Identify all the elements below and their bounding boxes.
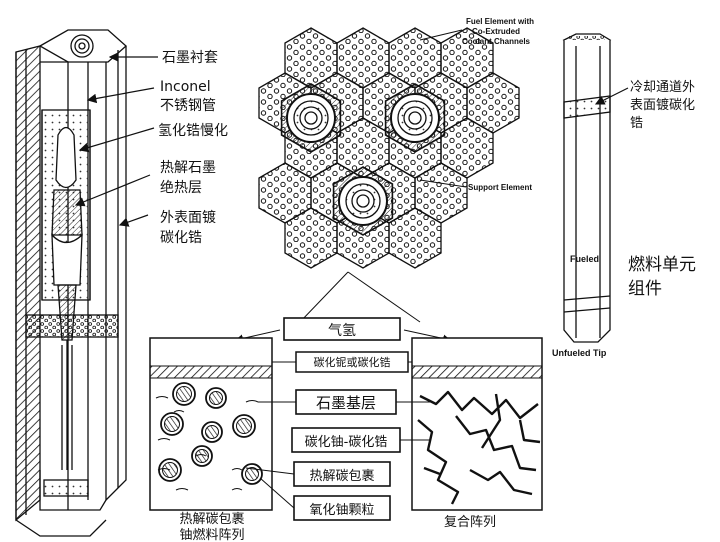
label-fuel-assembly-2: 组件: [628, 279, 662, 299]
label-inconel: Inconel: [160, 79, 211, 95]
pyro-coating-box: [293, 461, 391, 487]
coated-particle: [201, 421, 223, 443]
coated-particle: [160, 412, 184, 436]
uc-zrc-box: [291, 427, 401, 453]
label-outer-coating-2: 碳化锆: [160, 230, 202, 246]
label-coated-array-1: 热解碳包裹: [179, 512, 244, 527]
label-coated-array-2: 铀燃料阵列: [179, 527, 244, 542]
label-coolant-coating-3: 锆: [630, 116, 643, 131]
label-pyro-coating: 热解碳包裹: [309, 469, 374, 484]
label-uc-zrc: 碳化铀-碳化锆: [305, 435, 388, 450]
label-fuel-element-title-2: Co-Extruded: [472, 27, 520, 36]
right-labels: 冷却通道外 表面镀碳化 锆 Fueled 燃料单元 组件 Unfueled Ti…: [552, 80, 696, 358]
coated-particle: [232, 414, 256, 438]
label-fuel-element-title-3: Coolant Channels: [462, 37, 531, 46]
label-fuel-assembly-1: 燃料单元: [628, 255, 696, 275]
label-composite-array: 复合阵列: [444, 515, 496, 530]
label-coolant-coating-1: 冷却通道外: [630, 80, 695, 95]
label-fueled: Fueled: [570, 254, 599, 264]
fuel-hex-element: [388, 207, 442, 269]
left-labels: 石墨衬套 Inconel 不锈钢管 氢化锆慢化 热解石墨 绝热层 外表面镀 碳化…: [158, 50, 228, 246]
coolant-leader: [594, 87, 629, 105]
label-graphite-matrix: 石墨基层: [316, 394, 376, 412]
label-pyrolytic-graphite-1: 热解石墨: [160, 160, 216, 176]
label-coolant-coating-2: 表面镀碳化: [630, 97, 695, 113]
coated-particle: [191, 445, 213, 467]
cutaway-fuel-rod: [15, 29, 127, 537]
nbc-zrc-box: [295, 351, 409, 373]
detail-cross-section: 气氢 碳化铌或碳化锆 石墨基层 碳化铀-碳化锆 热解碳包裹 氧化铀颗粒 热解碳包…: [149, 271, 543, 542]
graphite-matrix-box: [295, 389, 397, 415]
coated-particle: [172, 382, 196, 406]
left-leader-lines: [74, 52, 158, 227]
label-uo2-particle: 氧化铀颗粒: [309, 503, 374, 518]
hex-array-annotations: Fuel Element with Co-Extruded Coolant Ch…: [419, 17, 534, 192]
support-element: [384, 83, 446, 153]
label-nbc-zrc: 碳化铌或碳化锆: [314, 355, 391, 369]
hydrogen-box: [283, 317, 401, 341]
uo2-particle-box: [293, 495, 391, 521]
coated-particle: [241, 463, 263, 485]
coated-particle: [205, 387, 227, 409]
label-zrh-moderator: 氢化锆慢化: [158, 122, 228, 139]
label-unfueled-tip: Unfueled Tip: [552, 348, 607, 358]
support-element: [332, 166, 394, 236]
hex-array: [258, 27, 520, 269]
label-support-element: Support Element: [468, 183, 532, 192]
label-graphite-sleeve: 石墨衬套: [162, 50, 218, 66]
support-element: [280, 83, 342, 153]
single-fuel-element: [562, 33, 612, 343]
label-hydrogen: 气氢: [328, 323, 356, 339]
label-stainless-tube: 不锈钢管: [160, 98, 216, 114]
label-outer-coating-1: 外表面镀: [160, 209, 216, 226]
label-pyrolytic-graphite-2: 绝热层: [160, 180, 202, 196]
label-fuel-element-title-1: Fuel Element with: [466, 17, 534, 26]
